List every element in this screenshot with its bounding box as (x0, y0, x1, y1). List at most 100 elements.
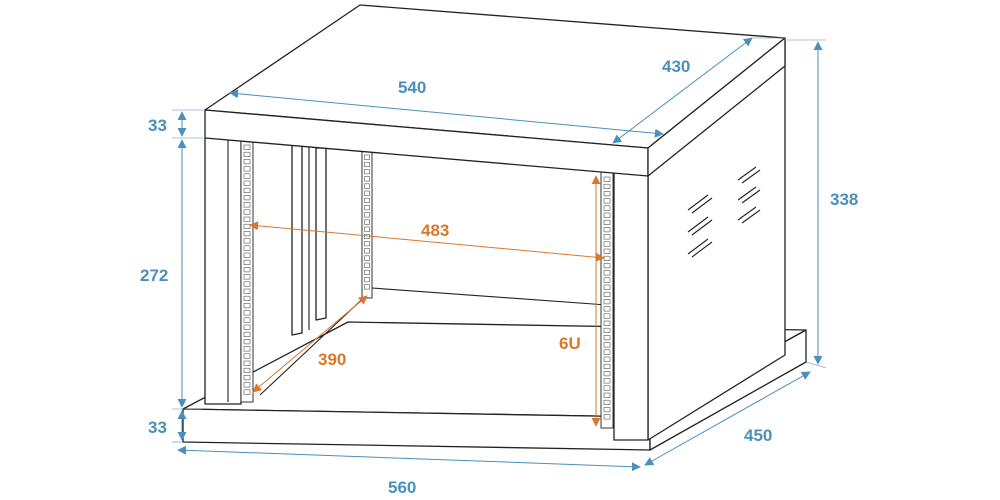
rail-hole (603, 255, 611, 262)
rail-hole (243, 144, 251, 150)
rail-hole (364, 169, 370, 175)
rail-hole (603, 356, 611, 362)
rail-hole (243, 274, 251, 280)
rail-hole (603, 392, 611, 398)
rail-hole (364, 197, 370, 203)
rail-hole (603, 284, 611, 290)
rail-hole (243, 187, 251, 193)
rail-hole (243, 288, 251, 294)
right-pillar (613, 151, 649, 441)
rail-hole (243, 223, 251, 229)
rail-hole (603, 414, 611, 420)
label-inner-height: 272 (140, 266, 168, 285)
rail-hole (243, 310, 251, 316)
rail-hole (243, 360, 251, 366)
vent-slots (687, 166, 761, 258)
rail-hole (243, 375, 251, 381)
rail-hole (603, 291, 611, 298)
rail-hole (603, 212, 611, 218)
rail-hole (364, 269, 370, 276)
dimension-lines-orange (249, 175, 605, 427)
label-rack-units: 6U (559, 334, 581, 353)
rail-hole (364, 176, 370, 182)
rack-rail-rear-left (361, 149, 373, 299)
rail-hole (603, 248, 611, 254)
rail-hole (364, 183, 370, 189)
rail-hole (243, 180, 251, 186)
rail-hole (243, 367, 251, 374)
rail-hole (243, 245, 251, 251)
rail-hole (243, 389, 251, 395)
rail-hole (603, 277, 611, 283)
label-base-depth: 450 (744, 426, 772, 445)
rail-hole (603, 234, 611, 240)
rail-hole (243, 209, 251, 215)
label-top-depth: 430 (662, 57, 690, 76)
rail-hole (243, 382, 251, 388)
rail-hole (243, 353, 251, 359)
rail-hole (243, 238, 251, 244)
rail-hole (243, 303, 251, 309)
rail-hole (603, 270, 611, 276)
rail-hole (243, 339, 251, 345)
rail-hole (603, 183, 611, 189)
rail-hole (243, 166, 251, 172)
label-overall-height: 338 (830, 190, 858, 209)
rail-hole (603, 227, 611, 233)
rail-hole (603, 399, 611, 406)
rack-rail-front-right (600, 171, 614, 429)
rail-hole (243, 195, 251, 201)
rail-hole (603, 205, 611, 211)
rail-hole (243, 331, 251, 338)
label-top-width: 540 (398, 78, 426, 97)
rail-hole (603, 241, 611, 247)
rail-hole (364, 205, 370, 211)
rail-hole (603, 299, 611, 305)
rail-hole (603, 313, 611, 319)
rail-hole (243, 216, 251, 222)
rail-hole (603, 320, 611, 326)
rail-hole (243, 231, 251, 237)
rail-hole (603, 378, 611, 384)
rail-hole (364, 284, 370, 290)
rack-rail-front-left (240, 139, 254, 403)
rail-hole (364, 190, 370, 196)
rail-hole (603, 342, 611, 348)
rail-hole (603, 176, 611, 182)
rail-hole (364, 226, 370, 232)
rail-hole (364, 262, 370, 268)
rail-hole (364, 277, 370, 283)
rail-hole (603, 306, 611, 312)
label-bottom-thickness: 33 (148, 418, 167, 437)
rail-hole (243, 281, 251, 287)
rail-hole (364, 154, 370, 160)
rail-hole (243, 317, 251, 323)
rail-hole (603, 363, 611, 370)
rail-hole (243, 151, 251, 157)
label-top-thickness: 33 (148, 116, 167, 135)
rail-hole (603, 407, 611, 413)
rail-hole (603, 263, 611, 269)
rail-hole (243, 252, 251, 258)
dimension-lines-blue (172, 37, 827, 472)
rail-hole (603, 327, 611, 334)
rail-hole (243, 324, 251, 330)
rail-hole (243, 259, 251, 266)
rear-side-bars (291, 144, 327, 336)
rail-hole (603, 371, 611, 377)
rail-hole (364, 161, 370, 167)
rail-hole (364, 219, 370, 225)
label-base-width: 560 (388, 478, 416, 497)
rail-hole (364, 241, 370, 247)
dimension-labels: 540 430 33 338 272 483 390 6U 33 450 560 (140, 57, 858, 497)
rail-hole (603, 335, 611, 341)
rail-hole (603, 198, 611, 204)
rail-hole (364, 248, 370, 254)
rail-hole (603, 349, 611, 355)
rail-hole (364, 212, 370, 218)
rail-hole (603, 385, 611, 391)
rail-hole (603, 219, 611, 225)
rail-hole (243, 267, 251, 273)
